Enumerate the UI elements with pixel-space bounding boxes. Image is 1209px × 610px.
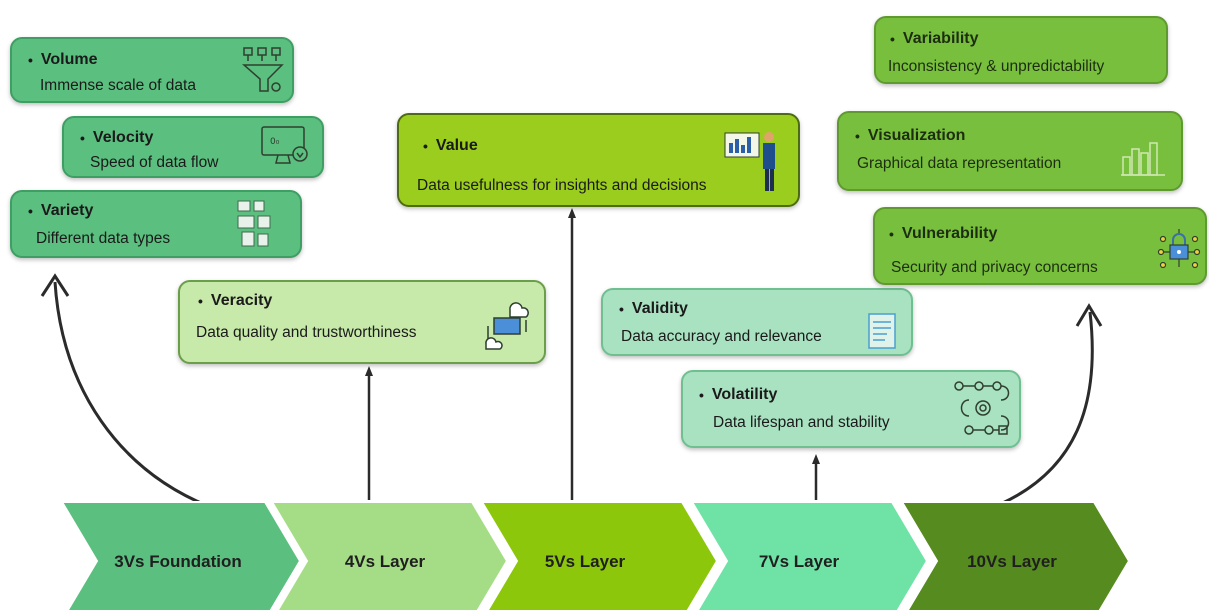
- bar-chart-icon: [1121, 142, 1165, 176]
- chevron-3vs-foundation: [60, 501, 302, 610]
- arrow-3vs-to-variety: [53, 281, 209, 508]
- vulnerability-desc: Security and privacy concerns: [891, 259, 1098, 276]
- arrow-10vs-to-vulnerability: [985, 311, 1094, 512]
- variability-desc: Inconsistency & unpredictability: [888, 58, 1105, 75]
- velocity-desc: Speed of data flow: [90, 154, 219, 171]
- validity-desc: Data accuracy and relevance: [621, 328, 822, 345]
- visualization-card: •Visualization Graphical data representa…: [837, 111, 1183, 191]
- value-desc: Data usefulness for insights and decisio…: [417, 177, 707, 194]
- layer-label-7vs: 7Vs Layer: [758, 552, 840, 571]
- variety-card: •Variety Different data types: [10, 190, 302, 258]
- value-card: •Value Data usefulness for insights and …: [397, 113, 800, 207]
- value-title: Value: [435, 137, 478, 154]
- volume-title: Volume: [40, 51, 98, 68]
- funnel-icon: [242, 47, 284, 92]
- chevron-10vs-layer: [900, 501, 1131, 610]
- variability-card: •Variability Inconsistency & unpredictab…: [874, 16, 1168, 84]
- presentation-icon: [724, 132, 775, 191]
- svg-text:0₀: 0₀: [270, 137, 280, 147]
- vulnerability-title: Vulnerability: [901, 225, 998, 242]
- visualization-desc: Graphical data representation: [857, 155, 1062, 172]
- documents-icon: [237, 200, 271, 247]
- veracity-title: Veracity: [210, 292, 273, 309]
- velocity-title: Velocity: [92, 129, 154, 146]
- chevron-7vs-layer: [690, 501, 929, 610]
- monitor-icon: 0₀: [261, 126, 308, 164]
- lock-network-icon: [1157, 229, 1201, 269]
- arrow-head-variety: [40, 273, 70, 297]
- workflow-gear-icon: [954, 381, 1010, 435]
- validity-title: Validity: [631, 300, 688, 317]
- variety-desc: Different data types: [36, 230, 171, 247]
- layer-label-5vs: 5Vs Layer: [544, 552, 626, 571]
- layer-label-4vs: 4Vs Layer: [344, 552, 426, 571]
- veracity-desc: Data quality and trustworthiness: [196, 324, 417, 341]
- vulnerability-card: •Vulnerability Security and privacy conc…: [873, 207, 1207, 285]
- layer-label-10vs: 10Vs Layer: [967, 552, 1057, 571]
- layer-label-3vs: 3Vs Foundation: [114, 552, 242, 571]
- volatility-desc: Data lifespan and stability: [713, 414, 890, 431]
- cloud-sync-icon: [485, 302, 529, 350]
- volume-card: •Volume Immense scale of data: [10, 37, 294, 103]
- visualization-title: Visualization: [867, 127, 966, 144]
- checklist-icon: [868, 313, 896, 349]
- velocity-card: •Velocity Speed of data flow 0₀: [62, 116, 324, 178]
- veracity-card: •Veracity Data quality and trustworthine…: [178, 280, 546, 364]
- validity-card: •Validity Data accuracy and relevance: [601, 288, 913, 356]
- chevron-5vs-layer: [480, 501, 719, 610]
- chevron-4vs-layer: [270, 501, 509, 610]
- volatility-card: •Volatility Data lifespan and stability: [681, 370, 1021, 448]
- variability-title: Variability: [902, 30, 979, 47]
- volume-desc: Immense scale of data: [40, 77, 196, 94]
- variety-title: Variety: [40, 202, 94, 219]
- volatility-title: Volatility: [711, 386, 778, 403]
